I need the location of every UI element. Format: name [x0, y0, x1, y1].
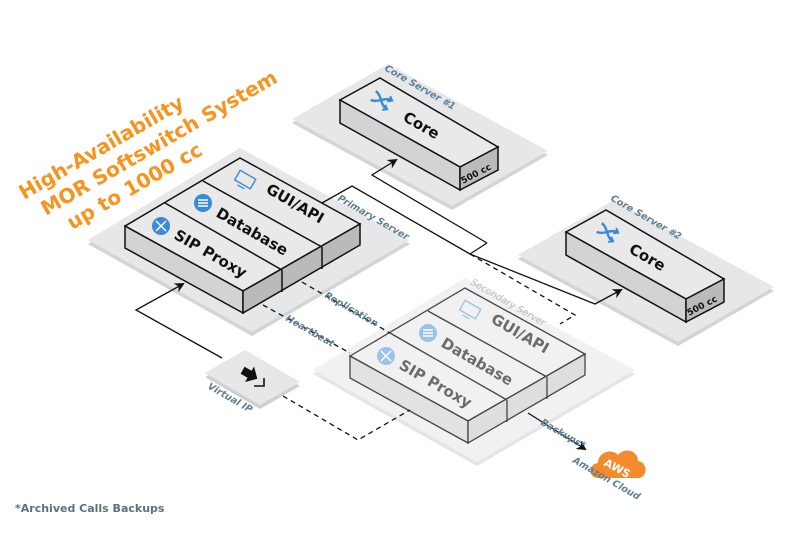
divider	[427, 310, 548, 378]
replication-label: Replication	[323, 290, 380, 330]
database-icon	[194, 194, 212, 212]
heartbeat-label: Heartbeat	[284, 313, 337, 350]
divider	[202, 180, 323, 248]
monitor-icon	[458, 299, 482, 320]
core1-feed-link	[370, 158, 488, 244]
primary-server: Primary Server GUI/API Database SIP Prox…	[88, 148, 412, 336]
database-icon	[419, 324, 437, 342]
core-server-1: Core Server #1 Core 500 cc	[292, 63, 548, 210]
heartbeat-link	[262, 304, 351, 354]
monitor-icon	[233, 169, 257, 190]
divider	[389, 332, 508, 401]
vip-to-primary-link	[134, 283, 223, 359]
backups-label: Backups*	[539, 417, 588, 451]
divider	[164, 202, 283, 271]
shuffle-icon	[370, 90, 394, 111]
footnote: *Archived Calls Backups	[15, 502, 165, 515]
secondary-server: Secondary Server GUI/API Database SIP Pr…	[313, 277, 635, 466]
secondary-to-core-link	[469, 253, 577, 325]
connections	[134, 158, 623, 451]
junction-link	[469, 242, 488, 255]
box-side	[459, 145, 499, 192]
replication-link	[301, 281, 391, 334]
virtual-ip: Virtual IP	[205, 350, 300, 416]
shuffle-icon	[596, 222, 620, 243]
aws-cloud: AWS Amazon Cloud	[570, 450, 646, 503]
vip-to-secondary-link	[282, 395, 411, 441]
core-server-2: Core Server #2 Core 500 cc	[518, 193, 774, 346]
backups-link	[527, 412, 587, 451]
box-side	[685, 277, 725, 324]
move-arrows-icon	[377, 347, 395, 365]
move-arrows-icon	[152, 217, 170, 235]
cloud-icon	[590, 450, 646, 478]
login-icon	[240, 366, 265, 387]
